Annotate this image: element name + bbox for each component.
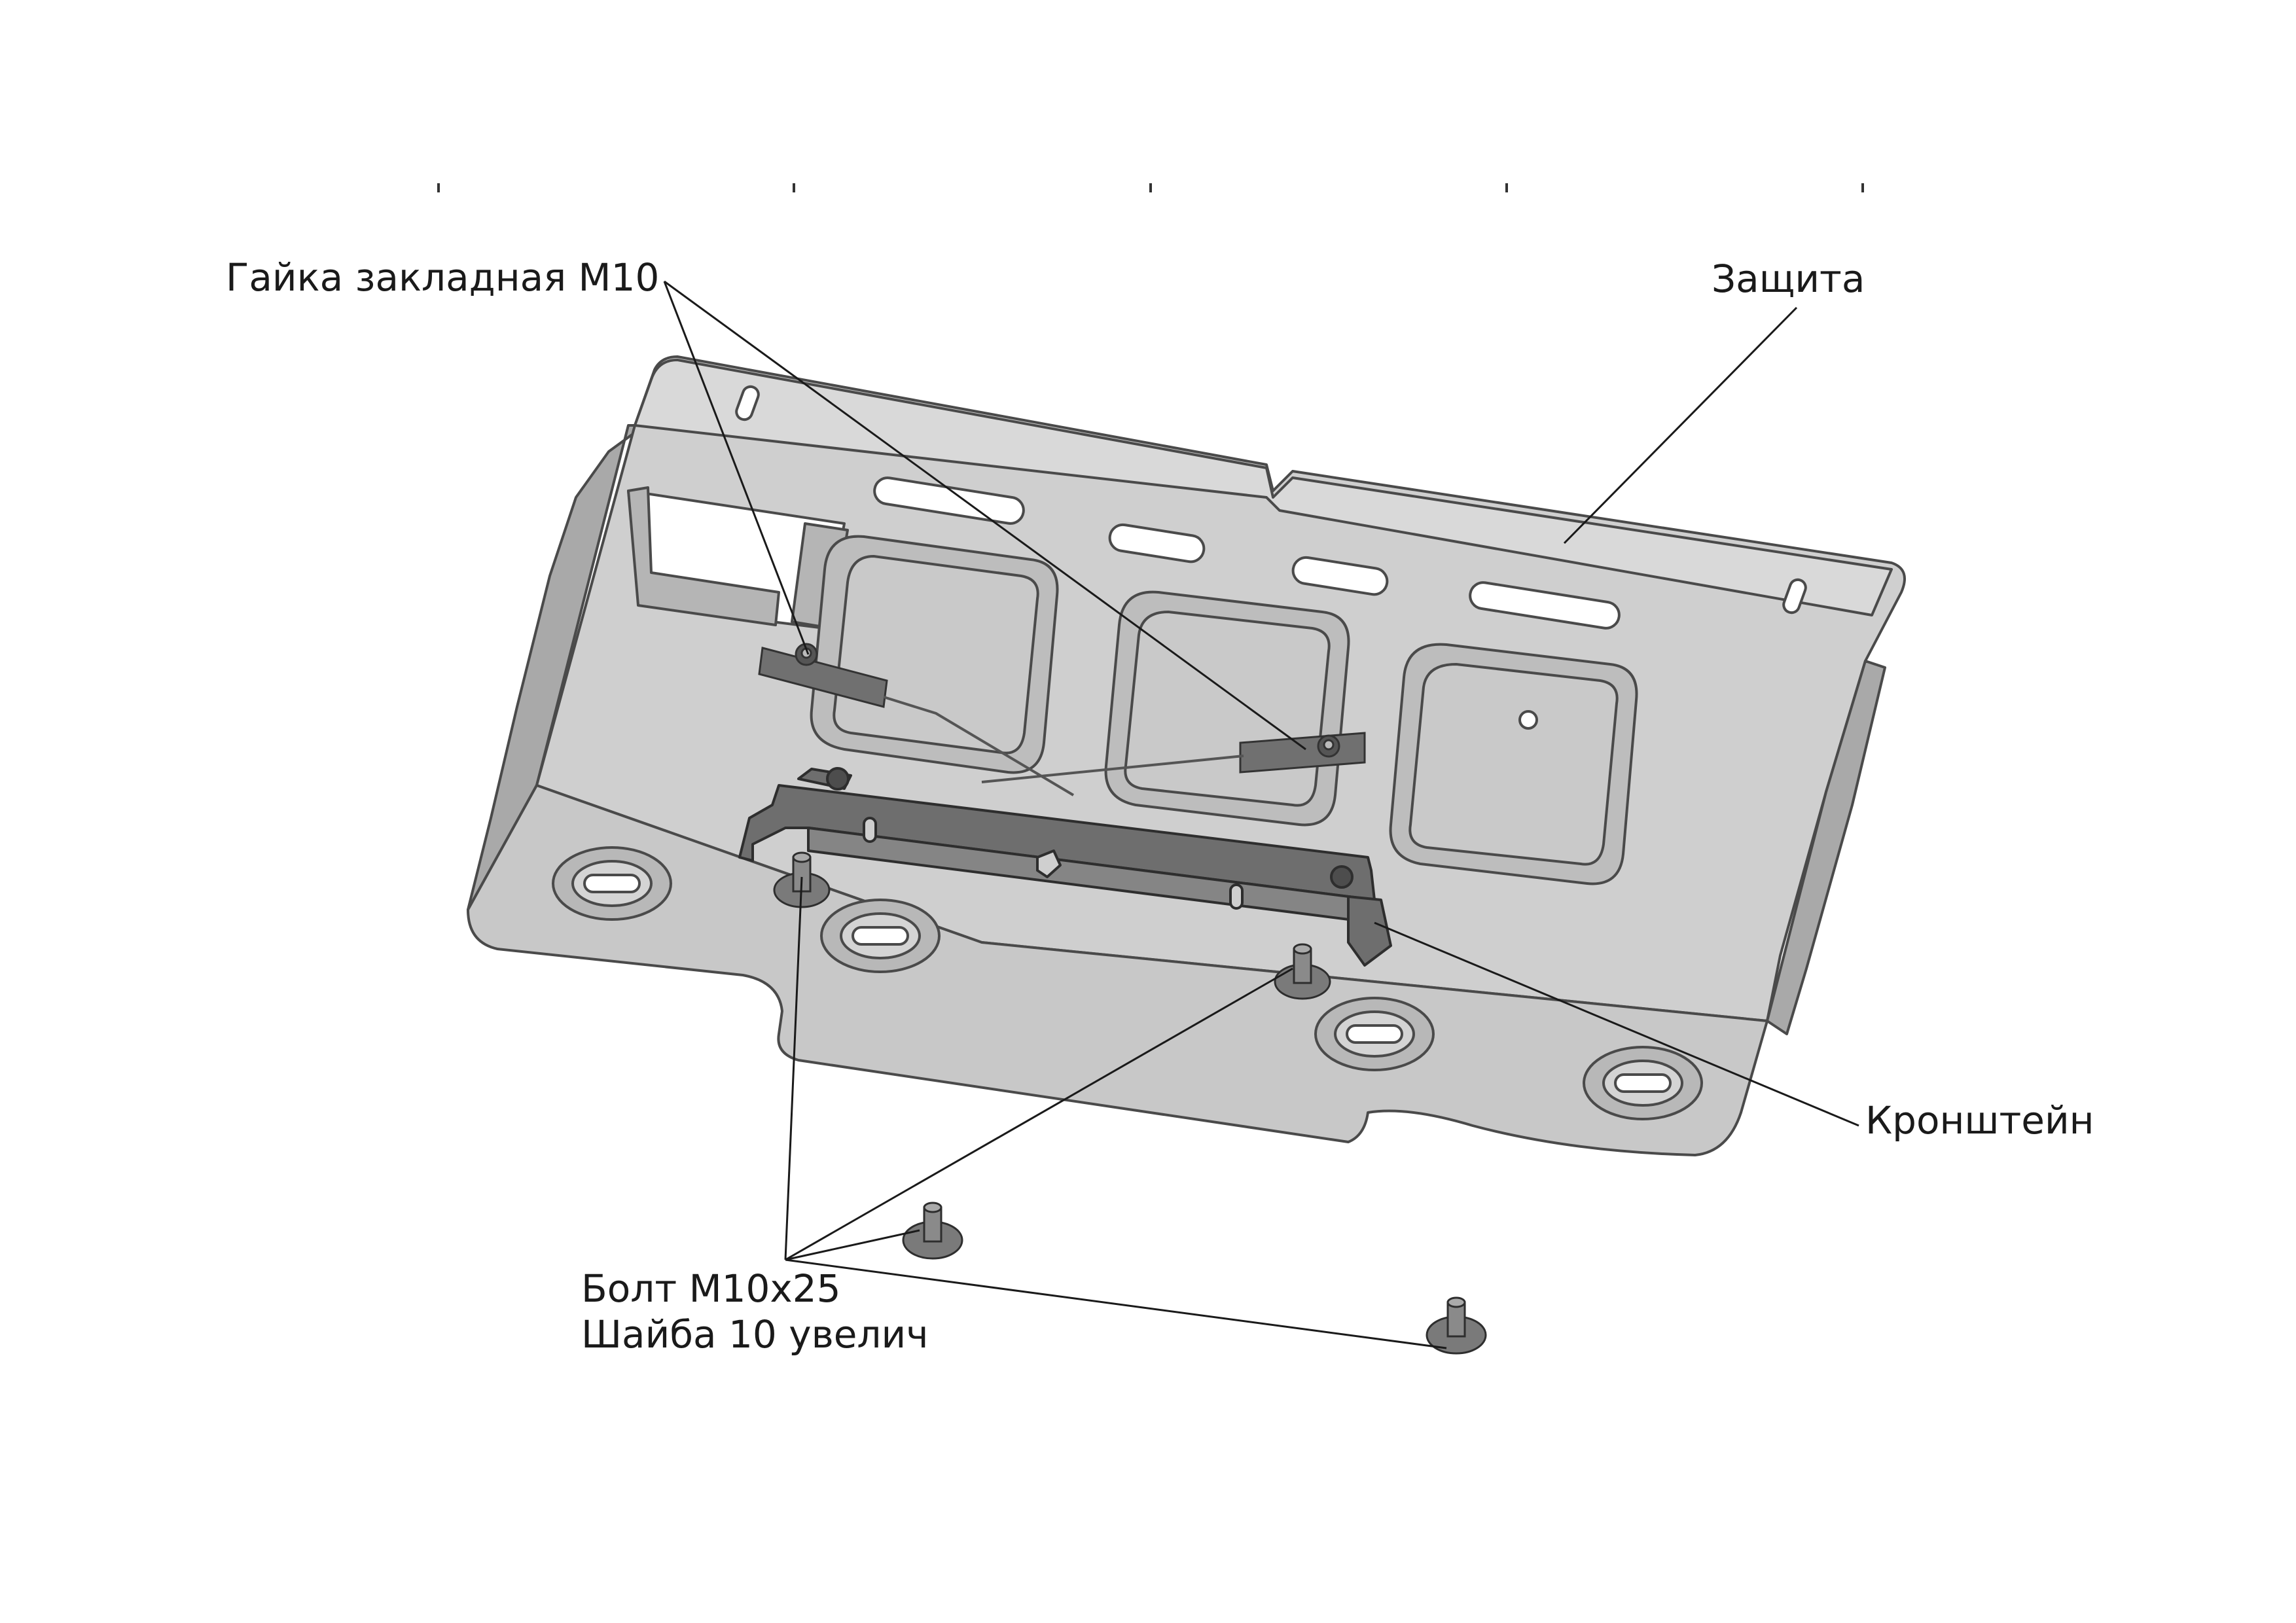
leader-nut-left (663, 281, 810, 655)
corner-slot-right (1782, 578, 1807, 615)
leader-guard (1563, 306, 1798, 544)
embedded-nut-left (758, 643, 888, 708)
label-guard: Защита (1712, 257, 1865, 301)
embedded-nut-right (1239, 732, 1366, 774)
mounting-hole-3 (1314, 997, 1435, 1071)
square-recess-2 (1104, 590, 1350, 827)
square-recess-1 (810, 535, 1059, 774)
leader-bolt-4 (785, 1258, 1447, 1349)
leader-bracket (1374, 921, 1859, 1127)
leader-bolt-1 (784, 876, 803, 1260)
bolt-loose-2 (1426, 1296, 1487, 1355)
leader-lines (663, 280, 1859, 1349)
guard-left-flange (467, 424, 646, 911)
border-ticks (437, 183, 1864, 192)
pull-wire (883, 696, 1244, 796)
bolt-installed-right (1274, 943, 1331, 1000)
label-washer: Шайба 10 увелич (581, 1312, 929, 1357)
lip-slot-2 (1108, 523, 1206, 563)
bracket (738, 767, 1392, 967)
square-recess-3 (1389, 643, 1638, 885)
bracket-bar (738, 784, 1376, 901)
label-embedded-nut: Гайка закладная М10 (226, 255, 660, 300)
lip-slot-1 (873, 476, 1025, 525)
lip-slot-3 (1291, 556, 1389, 596)
mounting-hole-2 (820, 899, 941, 973)
leader-bolt-3 (785, 1229, 920, 1261)
bolt-loose-1 (902, 1202, 963, 1260)
leader-bolt-2 (785, 967, 1293, 1261)
label-bolt: Болт М10х25 (581, 1266, 841, 1311)
mounting-hole-4 (1583, 1046, 1703, 1120)
window-tab-left (627, 486, 780, 626)
guard-plate (467, 355, 1906, 1156)
label-bracket: Кронштейн (1865, 1098, 2094, 1143)
leader-nut-right (664, 280, 1306, 751)
guard-top-lip (634, 359, 1893, 616)
bracket-end-tab (1347, 895, 1392, 967)
corner-slot-left (735, 385, 760, 421)
mounting-hole-1 (552, 846, 672, 921)
lip-slot-4 (1469, 581, 1621, 630)
guard-right-flange (1766, 660, 1886, 1035)
